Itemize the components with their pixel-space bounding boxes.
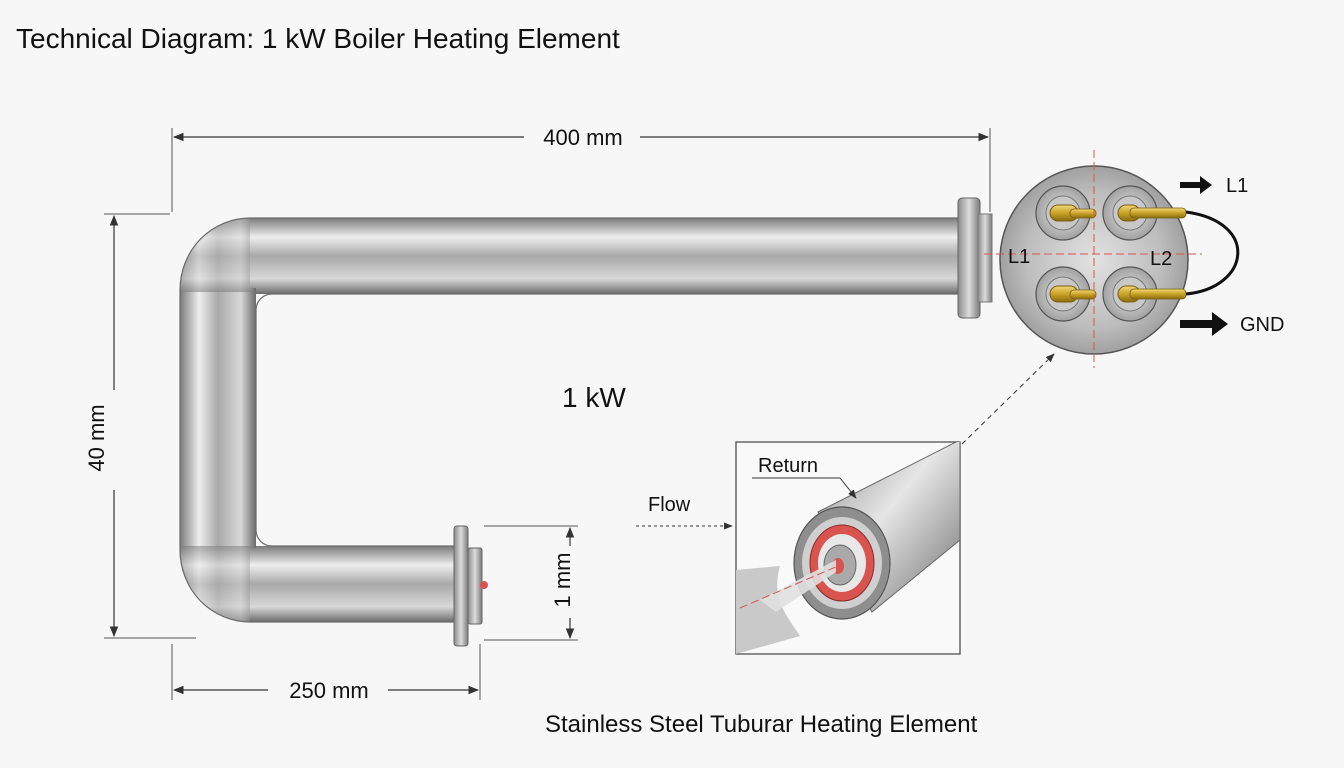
end-flange (453, 525, 488, 647)
terminal-label-l1: L1 (1008, 246, 1030, 268)
head-flange (957, 197, 993, 319)
dimension-end-diameter: 1 mm (484, 525, 578, 641)
cross-section-detail: Return (735, 441, 961, 655)
power-label: 1 kW (562, 382, 626, 413)
core-tip-icon (480, 581, 488, 589)
terminal-socket-top-right (1102, 185, 1187, 241)
svg-text:GND: GND (1240, 314, 1284, 336)
svg-text:1 mm: 1 mm (550, 553, 575, 608)
diagram-caption: Stainless Steel Tuburar Heating Element (545, 711, 978, 738)
dimension-height: 40 mm (84, 213, 196, 639)
terminal-label-l2: L2 (1150, 248, 1172, 270)
terminal-socket-bottom-left (1035, 266, 1097, 322)
terminal-socket-top-left (1035, 185, 1097, 241)
output-gnd: GND (1180, 312, 1284, 336)
arrow-right-icon (1180, 312, 1228, 336)
jumper-wire (1185, 210, 1240, 296)
flow-label: Flow (648, 494, 691, 516)
svg-text:L1: L1 (1226, 175, 1248, 197)
output-l1: L1 (1180, 175, 1248, 197)
page-title: Technical Diagram: 1 kW Boiler Heating E… (16, 23, 620, 54)
detail-leader-line (961, 353, 1055, 445)
svg-text:40 mm: 40 mm (84, 404, 109, 471)
svg-text:400 mm: 400 mm (543, 125, 622, 150)
arrow-right-icon (1180, 176, 1212, 194)
terminal-head: L1 L2 (984, 150, 1240, 368)
dimension-bottom-leg: 250 mm (171, 644, 481, 703)
return-label: Return (758, 455, 818, 477)
svg-text:250 mm: 250 mm (289, 678, 368, 703)
dimension-length: 400 mm (171, 125, 991, 212)
terminal-socket-bottom-right (1102, 266, 1187, 322)
heating-tube (179, 217, 962, 623)
